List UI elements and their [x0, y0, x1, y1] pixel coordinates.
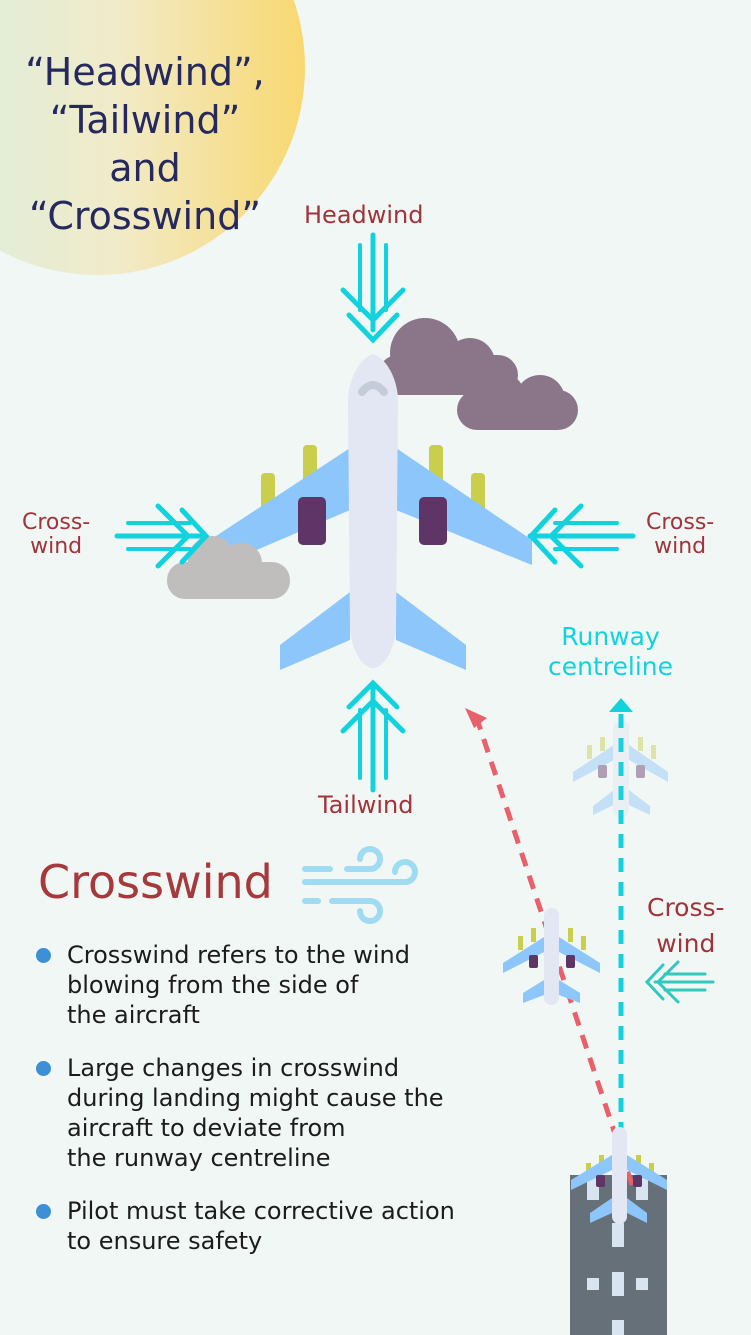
crosswind-right-label: Cross- wind [646, 510, 715, 559]
crosswind-left-arrow-icon [114, 503, 210, 569]
bullet-item: Crosswind refers to the wind blowing fro… [36, 940, 506, 1030]
bullet-dot-icon [36, 948, 51, 963]
tailwind-label: Tailwind [318, 791, 414, 819]
wind-icon [302, 846, 418, 924]
headwind-arrow-icon [340, 232, 406, 344]
bullet-item: Large changes in crosswind during landin… [36, 1053, 506, 1173]
bullet-text: Large changes in crosswind during landin… [67, 1054, 444, 1172]
grey-cloud-icon [167, 536, 290, 599]
main-airplane-icon [210, 354, 532, 670]
section-heading: Crosswind [38, 855, 273, 909]
page-title: “Headwind”, “Tailwind” and “Crosswind” [25, 50, 265, 238]
runway-centreline-label: Runway centreline [548, 622, 673, 681]
headwind-label: Headwind [304, 201, 424, 229]
landing-airplane-icon [571, 1127, 667, 1224]
runway-centreline-arrow [609, 698, 633, 1160]
crosswind-lower-label: Cross- wind [647, 893, 725, 958]
bullet-list: Crosswind refers to the wind blowing fro… [36, 940, 506, 1279]
bullet-text: Crosswind refers to the wind blowing fro… [67, 941, 410, 1029]
tailwind-arrow-icon [340, 679, 406, 793]
storm-cloud-icon [378, 318, 578, 430]
crosswind-right-arrow-icon [527, 503, 636, 569]
bullet-item: Pilot must take corrective action to ens… [36, 1196, 506, 1256]
bullet-dot-icon [36, 1061, 51, 1076]
bullet-dot-icon [36, 1204, 51, 1219]
crosswind-left-label: Cross- wind [22, 510, 91, 559]
bullet-text: Pilot must take corrective action to ens… [67, 1197, 455, 1255]
drifting-airplane-icon [503, 908, 600, 1005]
crosswind-lower-arrow-icon [644, 960, 715, 1004]
